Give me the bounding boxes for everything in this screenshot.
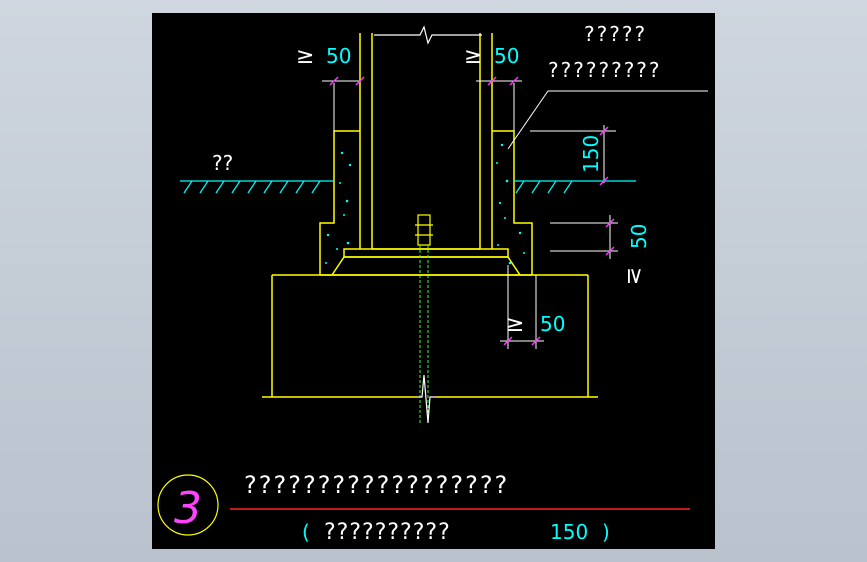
detail-number-circle — [157, 474, 219, 536]
column-base-detail: ?? ????? ????????? ≥ 50 ≥ 50 150 50 ≥ — [157, 22, 708, 545]
dim-top-left-value: 50 — [326, 44, 351, 68]
foundation-block — [262, 274, 598, 398]
detail-number: 3 — [174, 483, 202, 534]
subtitle-scale: 150 — [550, 520, 588, 544]
dim-right-150-value: 150 — [579, 135, 603, 173]
base-plate — [320, 248, 532, 276]
dimension-top-left: ≥ 50 — [296, 44, 365, 131]
subtitle-open-paren: ( — [302, 520, 310, 544]
concrete-encasement — [319, 130, 533, 275]
dimension-top-right: ≥ 50 — [464, 44, 522, 131]
note-line-1: ????? — [584, 22, 647, 46]
note-line-2: ????????? — [548, 58, 662, 82]
dim-top-left-ge: ≥ — [296, 44, 314, 69]
drawing-title: ?????????????????? — [244, 471, 509, 499]
dimension-bottom-50: ≥ 50 — [500, 265, 565, 349]
concrete-hatching — [325, 143, 525, 265]
dim-bottom-value: 50 — [540, 312, 565, 336]
dim-top-right-ge: ≥ — [464, 44, 482, 69]
subtitle-close-paren: ) — [602, 520, 610, 544]
dim-right-50-value: 50 — [627, 224, 651, 249]
dimension-right-150: 150 — [530, 125, 616, 186]
dimension-right-50: 50 ≥ — [550, 215, 651, 285]
title-block: 3 ?????????????????? ( ?????????? 150 ) — [157, 471, 690, 545]
top-break-line — [374, 25, 482, 45]
note-leader-line — [507, 90, 708, 150]
ground-label: ?? — [212, 151, 233, 175]
bottom-break-line — [418, 374, 436, 424]
dim-right-50-ge: ≥ — [622, 267, 647, 285]
ground-line — [180, 180, 636, 194]
cad-drawing-canvas[interactable]: ?? ????? ????????? ≥ 50 ≥ 50 150 50 ≥ — [152, 13, 715, 549]
dim-bottom-ge: ≥ — [506, 312, 524, 337]
dim-top-right-value: 50 — [494, 44, 519, 68]
subtitle-text: ?????????? — [324, 520, 451, 545]
anchor-bolt — [415, 214, 433, 423]
